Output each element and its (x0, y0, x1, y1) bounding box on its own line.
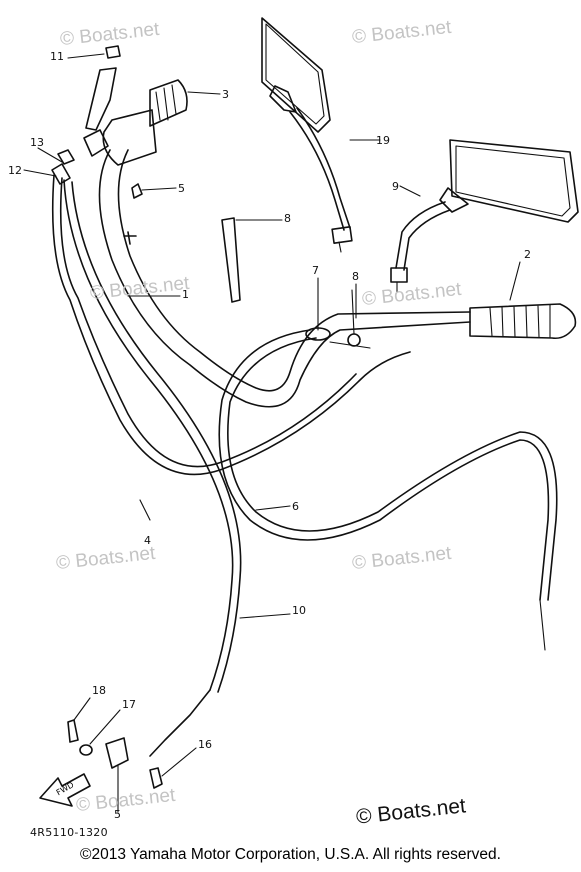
callout-14: 13 (30, 136, 44, 149)
callout-19: 19 (376, 134, 390, 147)
callout-12: 10 (292, 604, 306, 617)
grip-2 (469, 303, 577, 340)
throttle-grip-3 (83, 67, 188, 166)
callout-13: 12 (8, 164, 22, 177)
clutch-cable-6 (218, 329, 558, 651)
callout-17: 17 (122, 698, 136, 711)
copyright-notice: ©2013 Yamaha Motor Corporation, U.S.A. A… (80, 846, 501, 863)
mirror-left-10 (390, 139, 579, 293)
callout-11: 11 (50, 50, 64, 63)
handlebar-1 (98, 149, 471, 408)
callout-2: 2 (524, 248, 531, 261)
callout-16: 16 (198, 738, 212, 751)
front-arrow (39, 773, 91, 807)
diagram-code: 4R5110-1320 (30, 826, 108, 839)
callout-4: 4 (144, 534, 151, 547)
throttle-cable-4 (51, 174, 411, 476)
callout-9: 8 (284, 212, 291, 225)
leader-lines (23, 53, 521, 813)
callout-6: 6 (292, 500, 299, 513)
callout-18: 18 (92, 684, 106, 697)
callout-3: 3 (222, 88, 229, 101)
mirror-right-19 (261, 17, 353, 253)
callout-5-bottom: 5 (114, 808, 121, 821)
small-parts (51, 45, 241, 789)
callout-7: 7 (312, 264, 319, 277)
callout-5-top: 5 (178, 182, 185, 195)
clamp-7-8 (305, 289, 371, 349)
callout-1: 1 (182, 288, 189, 301)
cable-12 (63, 179, 242, 757)
callout-8: 8 (352, 270, 359, 283)
callout-10: 9 (392, 180, 399, 193)
